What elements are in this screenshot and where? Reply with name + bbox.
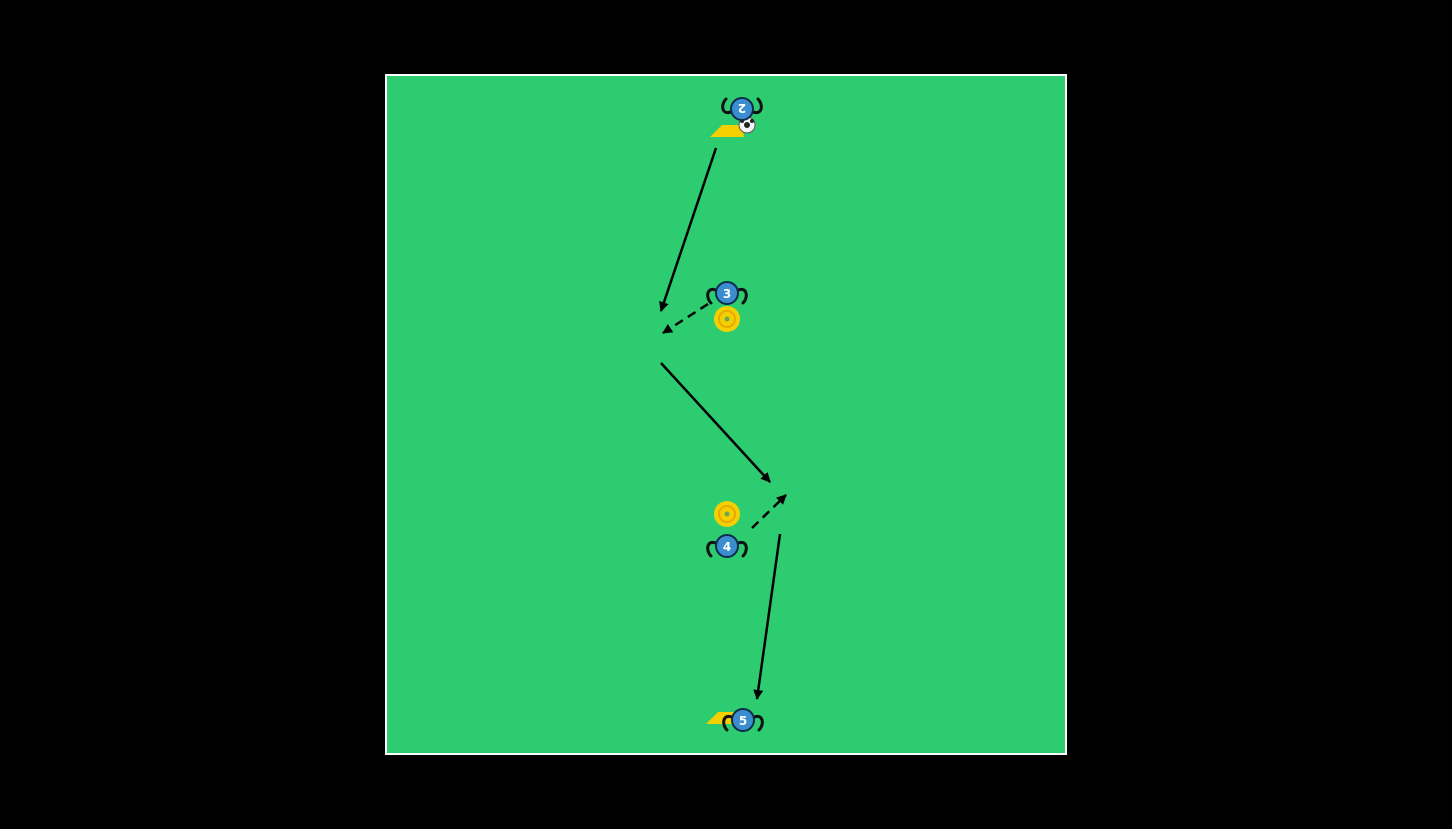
pass-arrow	[753, 533, 782, 700]
run-arrow	[751, 494, 787, 529]
player-4: 4	[706, 534, 748, 558]
pitch-area	[385, 74, 1067, 755]
players-layer: 2 3 4 5	[706, 97, 764, 732]
player-marker-icon	[731, 708, 755, 732]
pass-arrow	[660, 362, 771, 483]
player-marker-icon	[715, 281, 739, 305]
player-3: 3	[706, 281, 748, 305]
player-number: 3	[723, 287, 731, 301]
movement-layer	[659, 147, 787, 700]
flat-cone-icon	[710, 125, 744, 137]
disc-marker-icon	[714, 501, 740, 527]
player-2: 2	[721, 97, 763, 134]
run-arrow	[662, 302, 709, 335]
player-marker-icon	[730, 97, 754, 121]
player-number: 5	[739, 714, 747, 728]
player-number: 4	[723, 540, 731, 554]
player-marker-icon	[715, 534, 739, 558]
player-5: 5	[722, 708, 764, 732]
player-number: 2	[738, 101, 746, 115]
pass-arrow	[659, 147, 718, 312]
disc-marker-icon	[714, 306, 740, 332]
